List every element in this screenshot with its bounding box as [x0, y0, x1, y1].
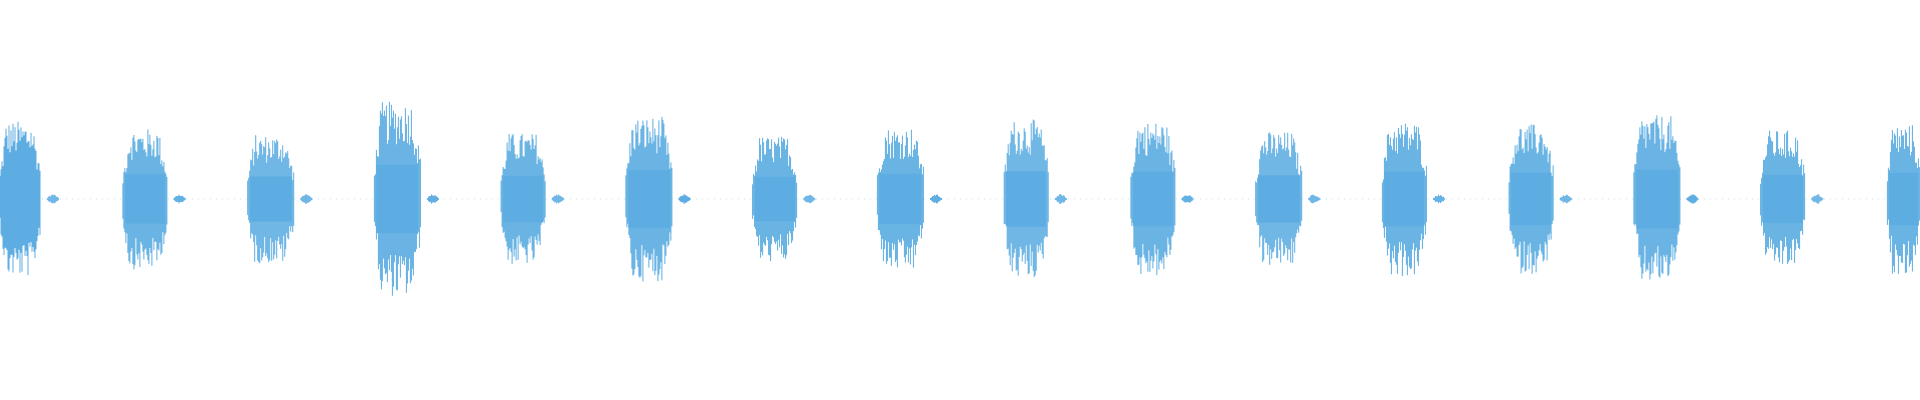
waveform-burst-9 — [1003, 119, 1067, 278]
waveform-burst-2 — [122, 129, 186, 270]
waveform-burst-6 — [625, 116, 691, 282]
waveform-burst-5 — [500, 134, 564, 264]
waveform-burst-7 — [752, 136, 816, 262]
waveform-burst-4 — [373, 101, 439, 296]
waveform-burst-12 — [1381, 123, 1446, 276]
waveform-burst-10 — [1130, 123, 1194, 276]
waveform-burst-8 — [876, 129, 943, 268]
waveform-burst-11 — [1255, 132, 1321, 265]
waveform-burst-13 — [1508, 124, 1572, 274]
waveform-burst-16 — [1886, 125, 1920, 274]
waveform-burst-1 — [0, 121, 59, 275]
waveform-burst-14 — [1633, 115, 1699, 280]
waveform-burst-3 — [247, 135, 313, 264]
waveform-burst-15 — [1760, 130, 1824, 264]
